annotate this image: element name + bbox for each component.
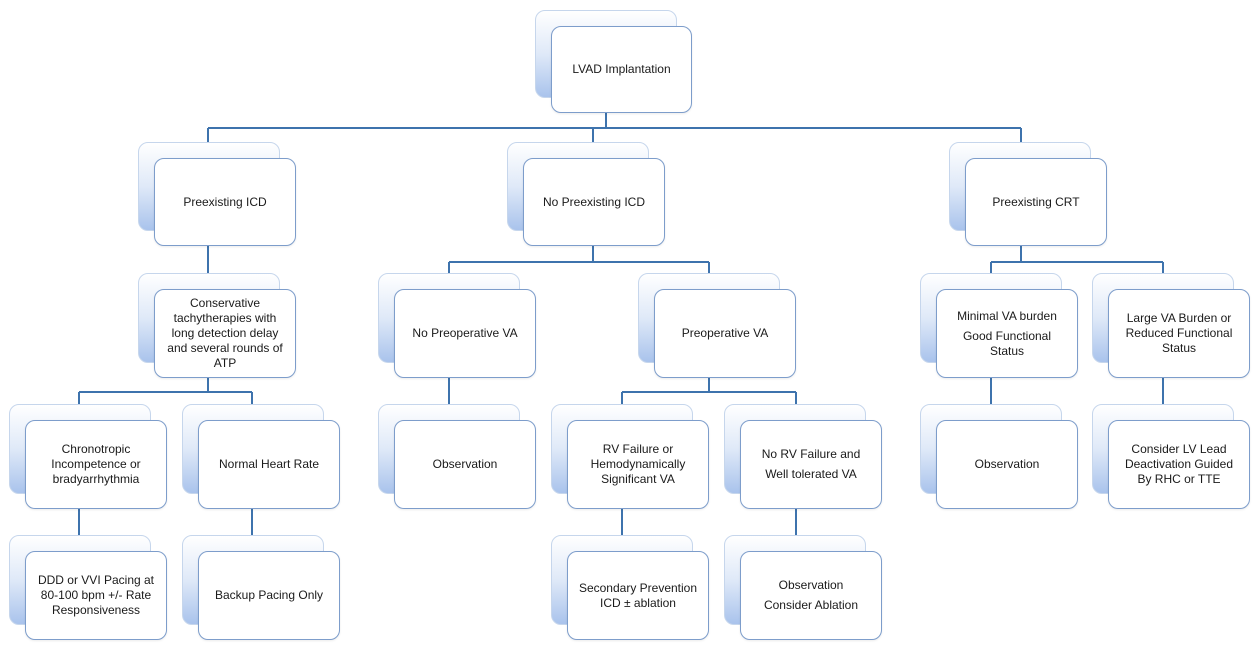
node-observation-consider-ablation-line1: Observation <box>778 578 844 592</box>
connector-preop-va <box>621 377 797 420</box>
node-no-preoperative-va-label: No Preoperative VA <box>412 326 518 340</box>
node-conservative-tachytherapies-label: Conservative tachytherapies with long de… <box>167 296 283 370</box>
node-ddd-vvi-pacing-label: DDD or VVI Pacing at 80-100 bpm +/- Rate… <box>37 573 155 617</box>
node-secondary-prevention-label: Secondary Prevention ICD ± ablation <box>578 580 698 610</box>
node-normal-heart-rate-label: Normal Heart Rate <box>218 457 320 471</box>
node-preoperative-va-label: Preoperative VA <box>681 326 769 340</box>
node-preexisting-icd-label: Preexisting ICD <box>183 194 267 209</box>
node-no-preexisting-icd-label: No Preexisting ICD <box>542 194 646 209</box>
node-minimal-va-burden-line2: Good Functional Status <box>962 328 1052 358</box>
connector-no-pre-icd <box>448 245 710 289</box>
node-no-rv-failure-line2: Well tolerated VA <box>765 467 857 481</box>
node-rv-failure-label: RV Failure or Hemodynamically Significan… <box>590 442 686 486</box>
connector-conservative <box>78 377 253 420</box>
node-lv-lead-deactivation-label: Consider LV Lead Deactivation Guided By … <box>1124 442 1234 486</box>
node-chronotropic-incompetence-label: Chronotropic Incompetence or bradyarrhyt… <box>51 442 141 486</box>
node-backup-pacing-label: Backup Pacing Only <box>214 588 324 602</box>
node-observation-middle-label: Observation <box>432 457 498 471</box>
connector-pre-crt <box>990 245 1164 289</box>
node-preexisting-crt-label: Preexisting CRT <box>992 194 1080 209</box>
node-minimal-va-burden-line1: Minimal VA burden <box>957 308 1057 323</box>
node-observation-right-label: Observation <box>974 457 1040 471</box>
node-large-va-burden-label: Large VA Burden or Reduced Functional St… <box>1125 311 1233 355</box>
node-no-rv-failure-line1: No RV Failure and <box>761 447 861 461</box>
node-lvad-implantation-label: LVAD Implantation <box>572 62 671 76</box>
node-observation-consider-ablation-line2: Consider Ablation <box>763 598 859 612</box>
